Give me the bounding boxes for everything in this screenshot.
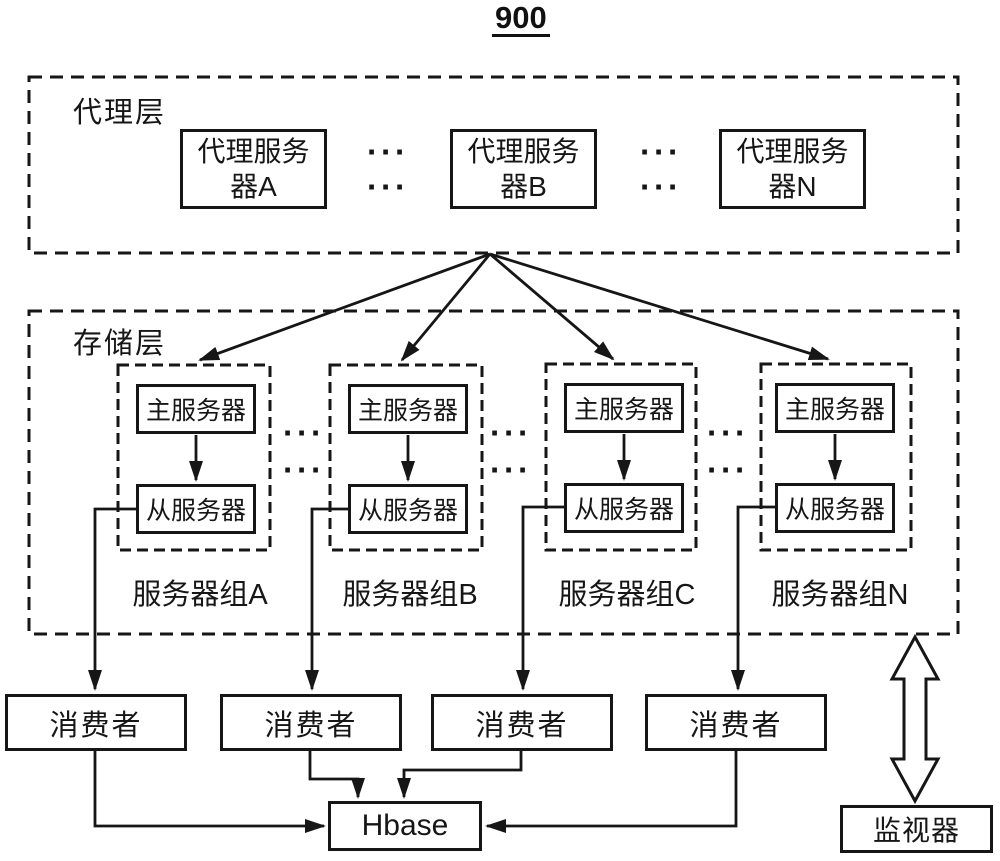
- fan-arrow-to-group-a: [198, 252, 491, 362]
- master-server-n-box: 主服务器: [775, 383, 895, 433]
- monitor-double-arrow: [889, 633, 941, 805]
- fan-arrow-to-group-b: [400, 253, 492, 362]
- group-c-label: 服务器组C: [558, 579, 696, 611]
- consumer-box-3: 消费者: [431, 694, 613, 751]
- proxy-server-a-label: 代理服务 器A: [197, 136, 310, 202]
- proxy-layer-label: 代理层: [73, 97, 167, 129]
- figure-number: 900: [492, 2, 550, 37]
- master-server-a-box: 主服务器: [136, 384, 256, 434]
- slave-server-b-box: 从服务器: [348, 484, 468, 534]
- consumer-box-4: 消费者: [645, 694, 827, 751]
- consumer-2-label: 消费者: [264, 709, 358, 742]
- storage-dots-2b: ···: [490, 451, 532, 488]
- master-server-b-label: 主服务器: [357, 397, 458, 425]
- proxy-dots-1b: ···: [367, 168, 409, 205]
- storage-dots-3a: ···: [707, 414, 749, 451]
- proxy-server-b-box: 代理服务 器B: [450, 129, 597, 209]
- fan-arrow-to-group-c: [489, 252, 615, 361]
- master-server-c-label: 主服务器: [573, 396, 674, 424]
- slave-server-a-label: 从服务器: [145, 497, 246, 525]
- consumer-4-label: 消费者: [689, 709, 783, 742]
- monitor-box: 监视器: [840, 805, 993, 853]
- consumer-1-label: 消费者: [49, 709, 143, 742]
- consumer3-hbase-line: [397, 751, 523, 799]
- group-b-label: 服务器组B: [342, 579, 478, 611]
- proxy-server-n-label: 代理服务 器N: [736, 136, 849, 202]
- proxy-server-b-label: 代理服务 器B: [467, 136, 580, 202]
- consumer1-hbase-line: [93, 751, 326, 833]
- storage-dots-1b: ···: [283, 451, 325, 488]
- proxy-server-n-box: 代理服务 器N: [719, 129, 866, 209]
- slave-server-c-label: 从服务器: [573, 496, 674, 524]
- slave-server-b-label: 从服务器: [357, 497, 458, 525]
- proxy-server-a-box: 代理服务 器A: [180, 129, 327, 209]
- storage-dots-1a: ···: [283, 414, 325, 451]
- hbase-label: Hbase: [361, 809, 449, 842]
- slave-server-c-box: 从服务器: [564, 483, 684, 533]
- consumer-box-1: 消费者: [5, 694, 187, 751]
- group-n-label: 服务器组N: [771, 579, 909, 611]
- master-server-a-label: 主服务器: [145, 397, 246, 425]
- storage-layer-label: 存储层: [73, 328, 167, 360]
- slave-server-n-label: 从服务器: [784, 496, 885, 524]
- consumer-box-2: 消费者: [220, 694, 402, 751]
- monitor-label: 监视器: [872, 815, 960, 846]
- master-server-c-box: 主服务器: [564, 383, 684, 433]
- proxy-dots-2b: ···: [640, 168, 682, 205]
- slave-server-a-box: 从服务器: [136, 484, 256, 534]
- proxy-dots-2a: ···: [640, 133, 682, 170]
- fan-arrow-to-group-n: [489, 252, 830, 361]
- consumer2-hbase-line: [308, 751, 365, 799]
- master-server-n-label: 主服务器: [784, 396, 885, 424]
- storage-dots-2a: ···: [490, 414, 532, 451]
- proxy-dots-1a: ···: [367, 133, 409, 170]
- hbase-box: Hbase: [328, 801, 482, 851]
- consumer4-hbase-line: [485, 751, 738, 833]
- master-server-b-box: 主服务器: [348, 384, 468, 434]
- storage-dots-3b: ···: [707, 451, 749, 488]
- group-a-label: 服务器组A: [132, 579, 268, 611]
- consumer-3-label: 消费者: [475, 709, 569, 742]
- slave-server-n-box: 从服务器: [775, 483, 895, 533]
